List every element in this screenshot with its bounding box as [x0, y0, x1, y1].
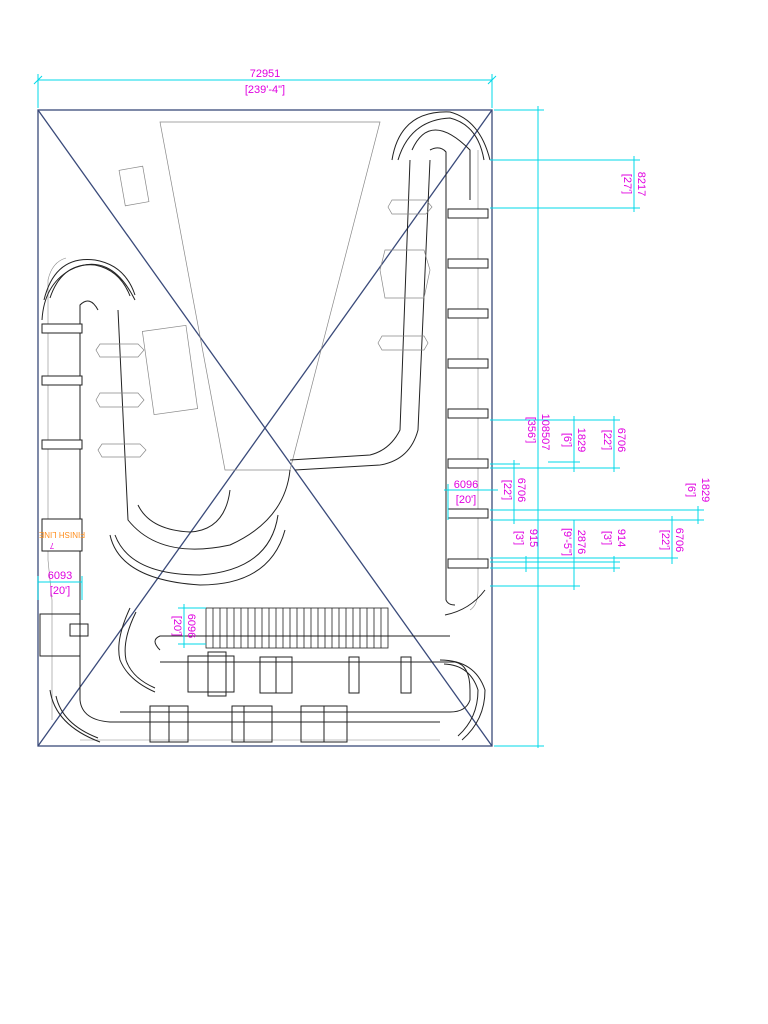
dim-915-imperial: [3']: [513, 531, 525, 545]
inner-fence: [47, 150, 479, 741]
dim-1829-upper-imperial: [6']: [561, 433, 573, 447]
dim-6706-low: 6706: [673, 528, 685, 552]
dim-6096-bottom: 6096: [185, 614, 197, 638]
dim-1829-upper: 1829: [575, 428, 587, 452]
site-boundary: [37, 109, 493, 747]
dim-914: 914: [615, 529, 627, 547]
dim-6706-upper: 6706: [615, 428, 627, 452]
berm-crescents: [43, 111, 491, 743]
rollers: [95, 199, 433, 458]
dim-6096-bottom-imperial: [20']: [171, 616, 183, 636]
dim-108507-imperial: [356']: [525, 417, 537, 444]
rhythm-section: [205, 607, 389, 649]
dim-108507: 108507: [539, 414, 551, 451]
dim-2876: 2876: [575, 530, 587, 554]
dim-914-imperial: [3']: [601, 531, 613, 545]
dim-8217: 8217: [635, 172, 647, 196]
finish-line-label: FINISH LINE: [39, 530, 85, 539]
bottom-obstacles: [39, 613, 412, 743]
dim-915: 915: [527, 529, 539, 547]
dimension-lines: [33, 74, 704, 748]
dim-total-width: 72951: [250, 68, 281, 80]
dim-2876-imperial: [9'-5"]: [561, 528, 573, 556]
dim-6706-low-imperial: [22']: [659, 530, 671, 550]
dim-8217-imperial: [27']: [621, 174, 633, 194]
dim-6093: 6093: [48, 570, 72, 582]
dim-6706-upper-imperial: [22']: [601, 430, 613, 450]
dim-6706-mid-imperial: [22']: [501, 480, 513, 500]
left-gate-markers: [41, 323, 83, 450]
dim-6096-mid: 6096: [454, 479, 478, 491]
dim-1829-far: 1829: [699, 478, 711, 502]
dim-1829-far-imperial: [6']: [685, 483, 697, 497]
dim-6093-imperial: [20']: [50, 585, 70, 597]
finish-line-box: FINISH LINE 7: [39, 518, 85, 552]
dim-6706-mid: 6706: [515, 478, 527, 502]
dim-total-width-imperial: [239'-4"]: [245, 84, 285, 96]
dim-6096-mid-imperial: [20']: [456, 494, 476, 506]
main-track: [41, 129, 486, 723]
finish-line-number: 7: [49, 541, 54, 550]
start-hill: [118, 121, 381, 471]
dimension-labels: 72951 [239'-4"] 8217 [27'] 108507 [356']…: [48, 68, 711, 638]
right-gate-markers: [447, 208, 489, 569]
